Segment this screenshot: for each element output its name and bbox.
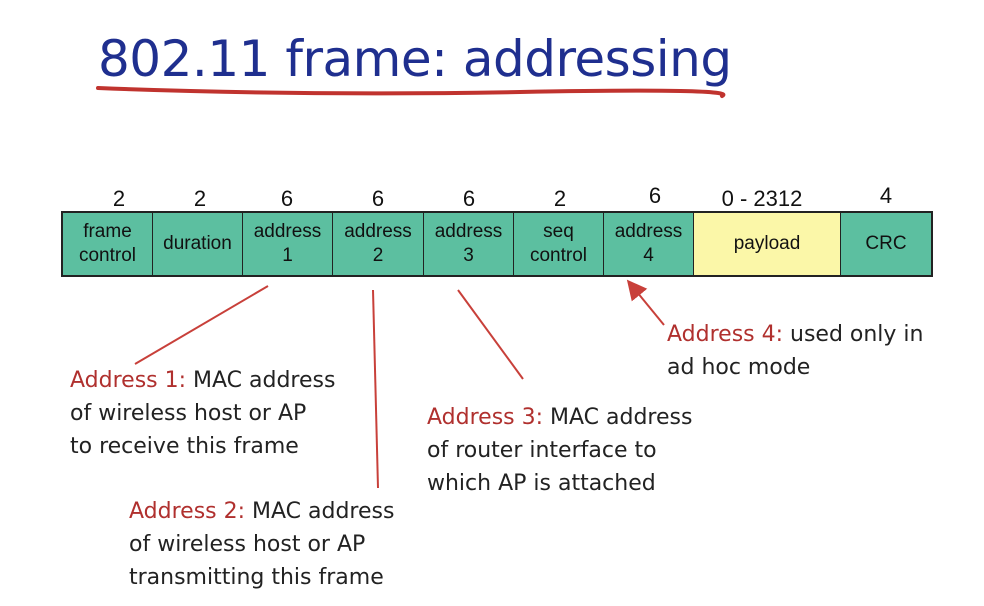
annotation-address-4: Address 4: used only in ad hoc mode [667,318,924,384]
field-duration: duration [153,213,243,275]
annotation-address-2-line2: of wireless host or AP [129,532,366,557]
annotation-address-4-line1: used only in [783,322,924,347]
annotation-address-3: Address 3: MAC address of router interfa… [427,401,692,500]
field-address-2: address 2 [333,213,424,275]
field-address-4: address 4 [604,213,694,275]
size-address-3: 6 [462,186,476,211]
annotation-address-2-line1: MAC address [245,499,395,524]
annotation-address-1-line3: to receive this frame [70,434,299,459]
arrow-address-4 [626,279,665,326]
slide-title: 802.11 frame: addressing [98,30,732,88]
field-seq-control: seq control [514,213,604,275]
arrow-address-2 [372,289,379,489]
size-duration: 2 [193,186,207,211]
size-address-4: 6 [648,183,662,208]
size-seq-control: 2 [553,186,567,211]
field-address-3: address 3 [424,213,514,275]
size-address-1: 6 [280,186,294,211]
annotation-address-1: Address 1: MAC address of wireless host … [70,364,335,463]
annotation-address-1-line2: of wireless host or AP [70,401,307,426]
size-address-2: 6 [371,186,385,211]
size-payload: 0 - 2312 [721,186,803,211]
annotation-address-3-line1: MAC address [543,405,693,430]
field-address-1: address 1 [243,213,333,275]
size-crc: 4 [879,183,893,208]
field-payload: payload [694,213,841,275]
annotation-address-3-line3: which AP is attached [427,471,656,496]
annotation-address-3-lead: Address 3: [427,405,544,430]
annotation-address-4-line2: ad hoc mode [667,355,811,380]
arrow-address-1 [134,285,269,365]
field-frame-control: frame control [63,213,153,275]
arrow-address-3 [457,289,524,380]
size-frame-control: 2 [112,186,126,211]
annotation-address-2-line3: transmitting this frame [129,565,384,590]
field-crc: CRC [841,213,931,275]
annotation-address-4-lead: Address 4: [667,322,784,347]
annotation-address-2: Address 2: MAC address of wireless host … [129,495,394,594]
frame-format: frame control duration address 1 address… [61,211,933,277]
annotation-address-1-line1: MAC address [186,368,336,393]
annotation-address-1-lead: Address 1: [70,368,187,393]
annotation-address-3-line2: of router interface to [427,438,657,463]
annotation-address-2-lead: Address 2: [129,499,246,524]
